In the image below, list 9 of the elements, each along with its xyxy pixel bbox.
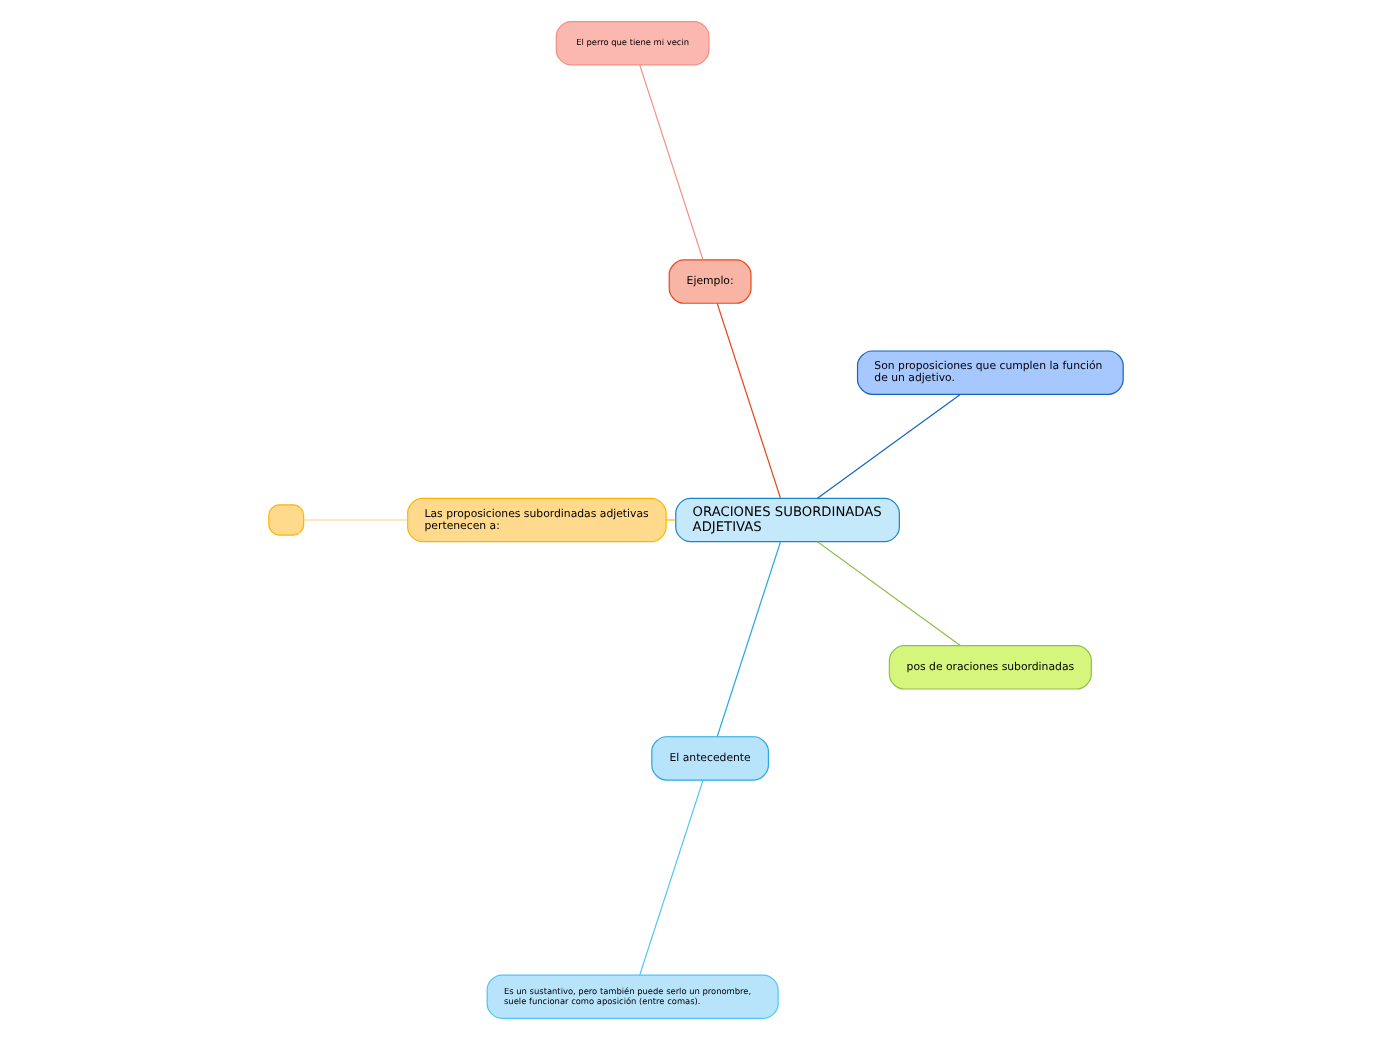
connector	[303, 519, 409, 521]
node-box	[268, 504, 305, 536]
connector	[639, 779, 704, 976]
connector	[716, 541, 781, 738]
connector	[716, 302, 781, 499]
connector	[816, 541, 961, 647]
connector	[665, 519, 677, 521]
connector	[816, 393, 961, 499]
connector	[639, 64, 704, 261]
